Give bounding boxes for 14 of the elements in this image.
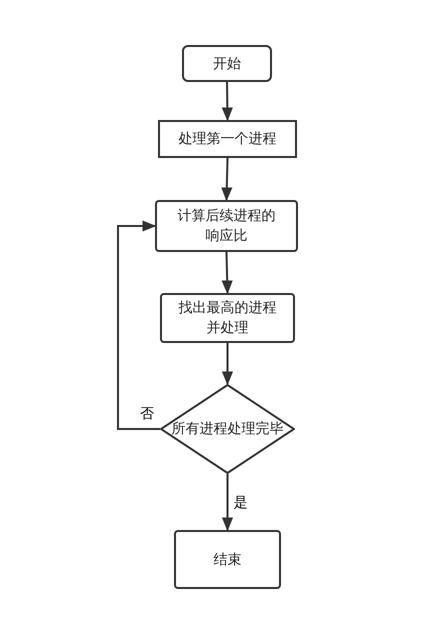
arrow <box>222 474 234 532</box>
edge-label: 否 <box>138 405 156 423</box>
arrow <box>222 343 234 386</box>
arrow <box>117 220 160 430</box>
decision-diamond: 所有进程处理完毕 <box>160 384 295 474</box>
arrow <box>222 82 233 122</box>
arrow <box>221 158 232 202</box>
terminal-box: 结束 <box>174 530 281 589</box>
process-box: 计算后续进程的响应比 <box>155 200 298 252</box>
process-box: 找出最高的进程并处理 <box>160 293 295 343</box>
process-box: 处理第一个进程 <box>158 120 297 158</box>
terminal-box: 开始 <box>182 45 272 82</box>
arrow <box>222 252 233 294</box>
edge-label: 是 <box>232 494 250 512</box>
